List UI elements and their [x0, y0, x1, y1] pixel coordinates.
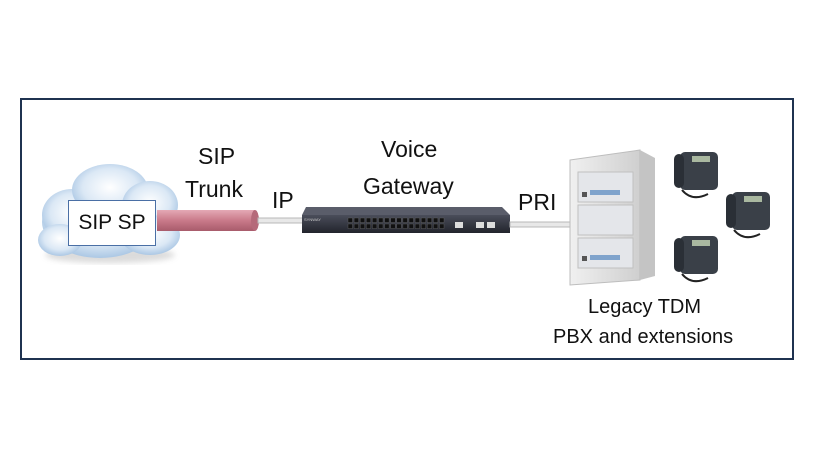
sip-trunk-label-line1: SIP	[198, 143, 236, 169]
voice-gateway-label-line1: Voice	[381, 136, 438, 162]
gateway-port	[390, 217, 396, 223]
phone-icon-1	[674, 152, 718, 199]
gateway-port	[378, 217, 384, 223]
gateway-brand: SYNWAY	[304, 217, 321, 222]
gateway-port	[421, 217, 426, 223]
gateway-port	[390, 223, 396, 229]
ip-cable	[257, 217, 305, 224]
diagram-frame	[20, 98, 794, 360]
gateway-port	[396, 217, 402, 223]
gateway-port	[427, 217, 432, 223]
gateway-port	[433, 223, 439, 229]
gateway-port	[433, 217, 439, 223]
gateway-port	[372, 223, 378, 229]
legacy-label-line1: Legacy TDM	[588, 296, 702, 318]
gateway-port	[408, 223, 414, 229]
phone-icon-2	[726, 192, 770, 239]
phone-icon-3	[674, 236, 718, 283]
gateway-port	[396, 223, 402, 229]
gateway-port	[439, 217, 445, 223]
gateway-port	[347, 223, 353, 229]
pbx-rack-icon	[569, 149, 655, 286]
gateway-port	[414, 217, 420, 223]
gateway-port	[366, 217, 371, 223]
gateway-port	[378, 223, 384, 229]
gateway-port	[427, 223, 432, 229]
ip-label: IP	[272, 187, 294, 213]
gateway-port	[439, 223, 445, 229]
gateway-port	[414, 223, 420, 229]
sip-trunk-label-line2: Trunk	[185, 176, 243, 202]
gateway-port	[353, 217, 359, 223]
gateway-port	[402, 223, 408, 229]
gateway-port	[347, 217, 353, 223]
sip-trunk-pipe	[157, 210, 259, 231]
gateway-port	[402, 217, 408, 223]
gateway-port	[408, 217, 414, 223]
gateway-port	[360, 223, 365, 229]
gateway-port	[366, 223, 371, 229]
pri-label: PRI	[518, 189, 557, 215]
legacy-label-line2: PBX and extensions	[553, 326, 734, 348]
voice-gateway-label-line2: Gateway	[363, 173, 454, 199]
gateway-port	[421, 223, 426, 229]
gateway-port	[353, 223, 359, 229]
gateway-port	[360, 217, 365, 223]
gateway-port	[384, 223, 390, 229]
voice-gateway-device: SYNWAY	[302, 207, 510, 233]
gateway-port	[384, 217, 390, 223]
pri-cable	[509, 221, 573, 228]
sip-sp-box: SIP SP	[68, 200, 156, 246]
gateway-port	[372, 217, 378, 223]
